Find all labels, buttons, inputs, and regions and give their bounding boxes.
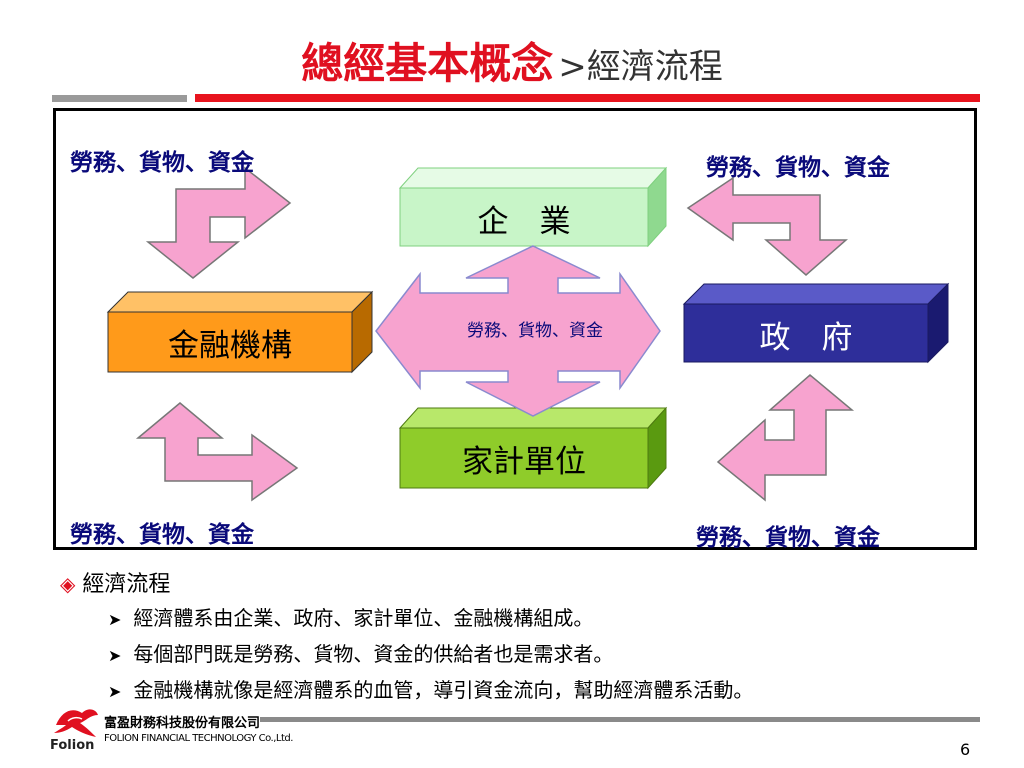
arrow-bottom-left bbox=[135, 402, 299, 502]
arrowhead-bullet-icon: ➤ bbox=[108, 610, 122, 629]
list-item: ➤金融機構就像是經濟體系的血管，導引資金流向，幫助經濟體系活動。 bbox=[108, 678, 754, 702]
bullet-heading-text: 經濟流程 bbox=[82, 572, 171, 597]
household-box bbox=[398, 406, 668, 490]
bullet-heading: ◈ 經濟流程 bbox=[60, 566, 170, 598]
arrow-top-left bbox=[145, 166, 292, 279]
center-four-way-arrow bbox=[375, 245, 661, 417]
logo-word: Folion bbox=[50, 738, 95, 753]
folion-logo-icon bbox=[54, 709, 98, 737]
company-name-en: FOLION FINANCIAL TECHNOLOGY Co.,Ltd. bbox=[104, 733, 293, 744]
diagram-frame bbox=[53, 108, 977, 550]
arrowhead-bullet-icon: ➤ bbox=[108, 646, 122, 665]
title-underline-grey bbox=[52, 95, 187, 102]
label-top-left: 勞務、貨物、資金 bbox=[70, 149, 254, 176]
list-item: ➤每個部門既是勞務、貨物、資金的供給者也是需求者。 bbox=[108, 642, 614, 666]
enterprise-box bbox=[398, 166, 668, 248]
diamond-bullet-icon: ◈ bbox=[60, 572, 76, 596]
government-label: 政 府 bbox=[759, 320, 853, 356]
arrow-bottom-right bbox=[716, 374, 855, 502]
label-bottom-right: 勞務、貨物、資金 bbox=[696, 524, 880, 551]
finance-box bbox=[106, 290, 374, 374]
arrowhead-bullet-icon: ➤ bbox=[108, 682, 122, 701]
finance-label: 金融機構 bbox=[168, 328, 292, 364]
label-center: 勞務、貨物、資金 bbox=[467, 321, 603, 341]
title-underline-red bbox=[195, 94, 980, 102]
household-label: 家計單位 bbox=[462, 444, 586, 480]
enterprise-label: 企 業 bbox=[477, 204, 571, 240]
title-sub: >經濟流程 bbox=[558, 47, 723, 87]
government-box bbox=[682, 282, 950, 364]
list-item: ➤經濟體系由企業、政府、家計單位、金融機構組成。 bbox=[108, 606, 594, 630]
title-main: 總經基本概念 bbox=[301, 39, 554, 88]
company-name-cn: 富盈財務科技股份有限公司 bbox=[104, 716, 261, 731]
arrow-top-right bbox=[686, 176, 848, 276]
page-number: 6 bbox=[960, 740, 971, 759]
label-top-right: 勞務、貨物、資金 bbox=[706, 154, 890, 181]
label-bottom-left: 勞務、貨物、資金 bbox=[70, 521, 254, 548]
footer-divider bbox=[260, 717, 980, 722]
slide-title: 總經基本概念 >經濟流程 bbox=[0, 30, 1024, 91]
